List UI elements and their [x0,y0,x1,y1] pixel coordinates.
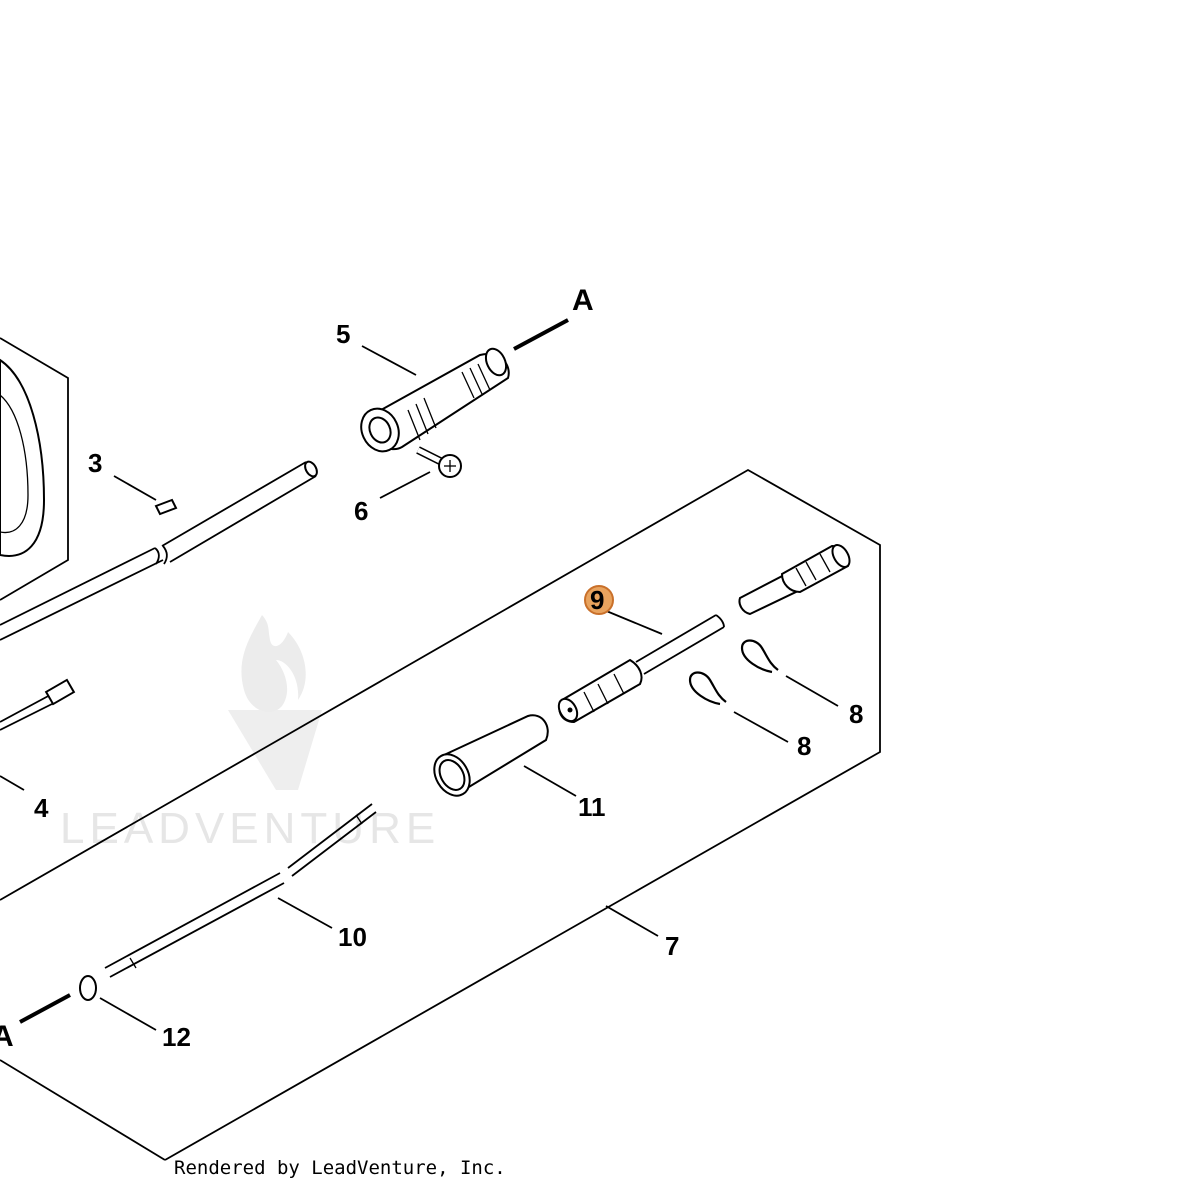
callout-8-upper: 8 [849,699,863,729]
callout-5: 5 [336,319,350,349]
kit-bracket-outline [0,468,881,1161]
callout-8-lower: 8 [797,731,811,761]
drive-shaft-tube [0,460,318,641]
callout-3: 3 [88,448,102,478]
watermark-flame-icon [228,615,322,790]
watermark: LEADVENTURE [60,615,440,853]
callout-4: 4 [34,793,49,823]
connector-label-top: A [572,284,594,317]
small-rod [0,678,76,731]
connector-label-bottom: A [0,1020,14,1053]
callout-9-highlight[interactable]: 9 [584,585,614,615]
callout-12: 12 [162,1022,191,1052]
part-5-housing [360,318,569,453]
part-11-sleeve [433,714,549,797]
callout-11: 11 [578,792,606,822]
left-assembly-box [0,337,69,601]
footer-credit: Rendered by LeadVenture, Inc. [174,1157,506,1179]
callout-6: 6 [354,496,368,526]
part-9-inner-shaft [557,614,725,724]
leader-lines [0,345,839,1031]
callout-10: 10 [338,922,367,952]
watermark-text: LEADVENTURE [60,804,440,853]
callout-labels: 3 4 5 6 7 8 8 9 10 11 12 A A [0,284,863,1053]
part-10-flex-shaft [104,803,377,978]
part-8-clip-lower [688,671,727,706]
part-3-key [154,498,178,516]
callout-7: 7 [665,931,679,961]
part-12-oring [19,975,97,1024]
part-7-coupling [738,544,851,616]
callout-9[interactable]: 9 [590,585,604,615]
part-8-clip-upper [740,639,779,674]
part-6-screw [416,446,462,478]
